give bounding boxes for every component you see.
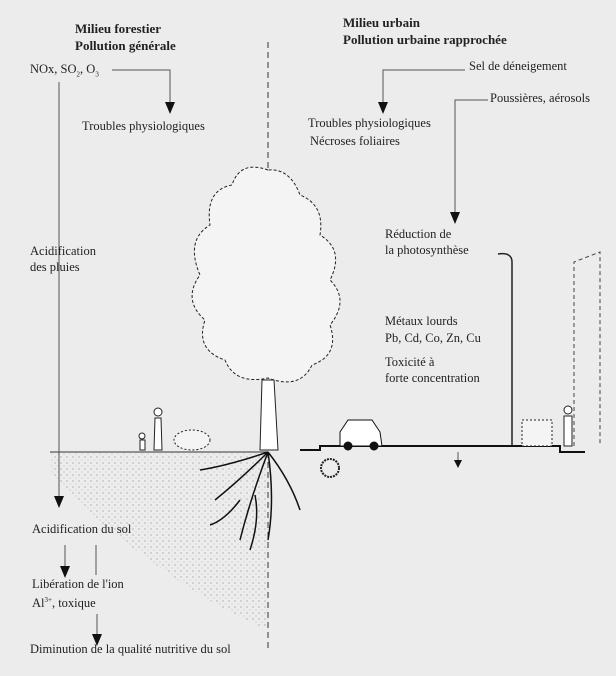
photosynthesis-2: la photosynthèse [385,243,469,257]
photosynthesis-1: Réduction de [385,227,452,241]
heavy-metals-1: Métaux lourds [385,314,458,328]
toxicity-2: forte concentration [385,371,480,385]
forest-troubles: Troubles physiologiques [82,119,205,133]
arrow-head [378,102,388,114]
arrows [58,69,488,634]
urban-troubles: Troubles physiologiques [308,116,431,130]
deicing-salt: Sel de déneigement [469,59,567,73]
arrow-head [165,102,175,114]
nutrient-decrease: Diminution de la qualité nutritive du so… [30,642,231,656]
leaf-necrosis: Nécroses foliaires [310,134,400,148]
arrow-head [92,634,102,646]
adult-child-figures [138,407,163,451]
street-lamp [497,252,513,446]
arrow-head [60,566,70,578]
pollutants-label: NOx, SO2, O3 [30,62,99,79]
dust-aerosols: Poussières, aérosols [490,91,590,105]
arrow-head [450,212,460,224]
hedge [521,419,553,447]
toxicity-1: Toxicité à [385,355,435,369]
car [339,419,383,451]
pedestrian [563,405,573,447]
bush [173,429,211,451]
building [573,251,601,446]
urban-subtitle: Pollution urbaine rapprochée [343,32,507,47]
soil-acidification: Acidification du sol [32,522,132,536]
tree [191,166,341,551]
acid-rain-2: des pluies [30,260,80,274]
acid-rain-1: Acidification [30,244,96,258]
pipe [320,458,340,478]
aluminium-release-2: Al3+, toxique [32,596,96,611]
forest-subtitle: Pollution générale [75,38,176,53]
arrow-head [454,460,462,468]
heavy-metals-2: Pb, Cd, Co, Zn, Cu [385,331,481,345]
soil-stipple [50,452,268,630]
arrow-head [54,496,64,508]
aluminium-release-1: Libération de l'ion [32,577,124,591]
urban-title: Milieu urbain [343,15,420,30]
road-line [300,445,585,453]
forest-title: Milieu forestier [75,21,162,36]
